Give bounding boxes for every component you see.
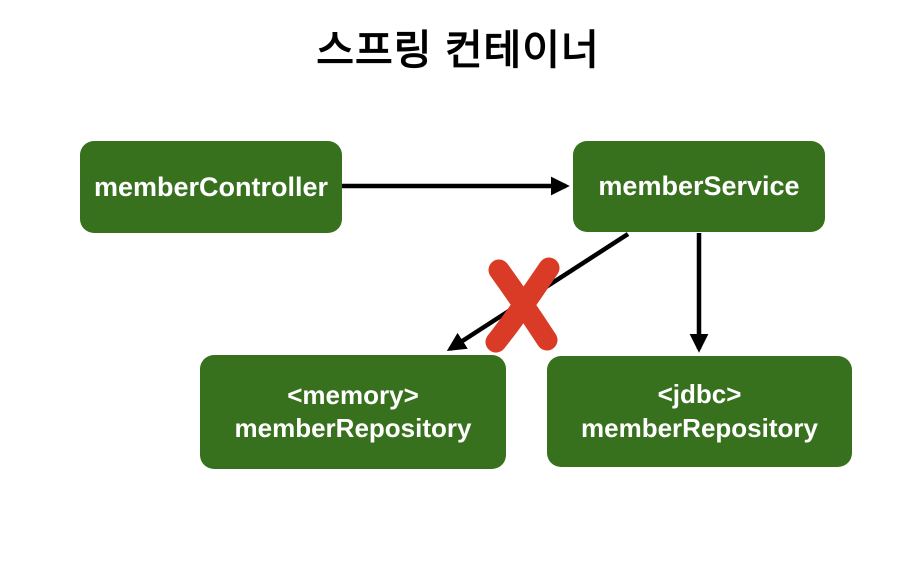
node-member-service: memberService: [573, 141, 825, 232]
node-memory-member-repository-label: memberRepository: [234, 413, 472, 443]
node-jdbc-member-repository: <jdbc> memberRepository: [547, 356, 852, 467]
node-member-service-label: memberService: [598, 171, 800, 201]
node-member-controller-label: memberController: [93, 171, 329, 202]
node-memory-member-repository: <memory> memberRepository: [200, 355, 506, 469]
node-member-controller: memberController: [80, 141, 342, 233]
diagram-title: 스프링 컨테이너: [316, 27, 600, 73]
edge-service-to-memory-repo: [446, 232, 630, 352]
node-jdbc-member-repository-label: memberRepository: [581, 412, 818, 443]
node-jdbc-member-repository-stereotype: <jdbc>: [657, 379, 742, 410]
node-memory-member-repository-stereotype: <memory>: [287, 379, 419, 410]
cross-out-x-icon: [485, 257, 560, 353]
